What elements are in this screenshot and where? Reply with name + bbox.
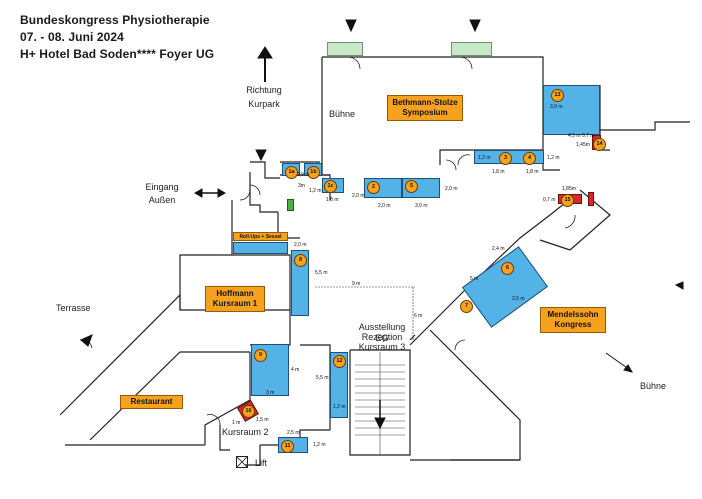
label-richtung: Richtung: [246, 85, 282, 95]
entrance-marker-right: [451, 42, 492, 56]
label-kurpark: Kurpark: [248, 99, 280, 109]
room-mendelssohn-line2: Kongress: [554, 320, 592, 329]
dim-1a: 1,9 m: [297, 172, 310, 178]
booth-number-4: 4: [523, 152, 536, 165]
booth-number-2: 2: [367, 181, 380, 194]
label-kursraum-2: Kursraum 2: [222, 427, 269, 437]
dim-16b: 1,5 m: [256, 417, 269, 423]
booth-number-14: 14: [593, 138, 606, 151]
booth-number-8: 8: [294, 254, 307, 267]
booth-number-5: 5: [405, 180, 418, 193]
booth-number-15: 15: [561, 194, 574, 207]
label-buehne-right: Bühne: [640, 381, 667, 391]
dim-11a: 2,5 m: [287, 430, 300, 436]
dim-7: 5 m: [470, 276, 479, 282]
dim-2b: 2,0 m: [378, 203, 391, 209]
green-exit-marker: [287, 199, 294, 211]
rollups-area: Roll-Ups + Sessel: [233, 232, 288, 241]
dim-13: 3,9 m: [550, 104, 563, 110]
booth-rollups[interactable]: [233, 242, 288, 254]
dim-rollups: 2,0 m: [294, 242, 307, 248]
booth-8[interactable]: [291, 250, 309, 316]
room-bethmann-line1: Bethmann-Stolze: [392, 98, 458, 107]
dim-3m: 3m: [298, 183, 305, 189]
dim-8: 5,5 m: [315, 270, 328, 276]
dim-1c-a: 1,2 m: [309, 188, 322, 194]
booth-number-11: 11: [281, 440, 294, 453]
label-terrasse: Terrasse: [56, 303, 91, 313]
dim-1c-b: 1,8 m: [326, 197, 339, 203]
dim-6b: 3,5 m: [512, 296, 525, 302]
dim-4: 1,8 m: [526, 169, 539, 175]
lift-icon: [236, 456, 248, 468]
dim-6m: 6 m: [414, 313, 423, 319]
event-title: Bundeskongress Physiotherapie: [20, 13, 210, 27]
booth-number-16: 16: [242, 405, 255, 418]
dim-15a: 1,85m: [562, 186, 576, 192]
event-dates: 07. - 08. Juni 2024: [20, 30, 124, 44]
dim-5: 3,0 m: [415, 203, 428, 209]
event-venue: H+ Hotel Bad Soden**** Foyer UG: [20, 47, 215, 61]
label-rezeption: Rezeption: [361, 332, 403, 342]
dim-11b: 1,2 m: [313, 442, 326, 448]
label-ausstellung-eg: Ausstellung EG: [358, 322, 406, 343]
booth-12[interactable]: [330, 352, 348, 418]
dim-14c: 1,45m: [576, 142, 590, 148]
booth-number-6: 6: [501, 262, 514, 275]
dim-2a: 2,0 m: [352, 193, 365, 199]
dim-4-h: 1,2 m: [547, 155, 560, 161]
dim-14a: 4,5 m: [568, 133, 581, 139]
label-lift: Lift: [255, 458, 268, 468]
dim-9a: 4 m: [291, 367, 300, 373]
label-eingang: Eingang: [145, 182, 179, 192]
room-mendelssohn-line1: Mendelssohn: [547, 310, 599, 319]
dim-14b: 0,7 m: [582, 133, 595, 139]
booth-red-marker[interactable]: [588, 192, 594, 206]
booth-number-7: 7: [460, 300, 473, 313]
entrance-marker-left: [327, 42, 363, 56]
booth-number-3: 3: [499, 152, 512, 165]
dim-6a: 2,4 m: [492, 246, 505, 252]
room-hoffmann-line1: Hoffmann: [216, 289, 254, 298]
room-bethmann-line2: Symposium: [402, 108, 448, 117]
booth-number-1b: 1b: [307, 166, 320, 179]
dim-3b: 1,8 m: [492, 169, 505, 175]
label-kursraum-3: Kursraum 3: [358, 342, 406, 352]
dim-3a: 1,2 m: [478, 155, 491, 161]
room-hoffmann: Hoffmann Kursraum 1: [205, 286, 265, 312]
dim-9b: 3 m: [266, 390, 275, 396]
dim-15b: 0,7 m: [543, 197, 556, 203]
room-mendelssohn: Mendelssohn Kongress: [540, 307, 606, 333]
booth-number-1c: 1c: [324, 180, 337, 193]
booth-number-1a: 1a: [285, 166, 298, 179]
room-hoffmann-line2: Kursraum 1: [212, 299, 258, 308]
booth-number-9: 9: [254, 349, 267, 362]
label-aussen: Außen: [148, 195, 176, 205]
room-restaurant: Restaurant: [120, 395, 183, 409]
dim-5-h: 2,0 m: [445, 186, 458, 192]
dim-12b: 1,2 m: [333, 404, 346, 410]
booth-number-13: 13: [551, 89, 564, 102]
label-buehne-top: Bühne: [329, 109, 356, 119]
booth-number-12: 12: [333, 355, 346, 368]
dim-9m: 9 m: [352, 281, 361, 287]
room-bethmann-stolze: Bethmann-Stolze Symposium: [387, 95, 463, 121]
dim-16a: 1 m: [232, 420, 241, 426]
dim-12a: 5,5 m: [316, 375, 329, 381]
